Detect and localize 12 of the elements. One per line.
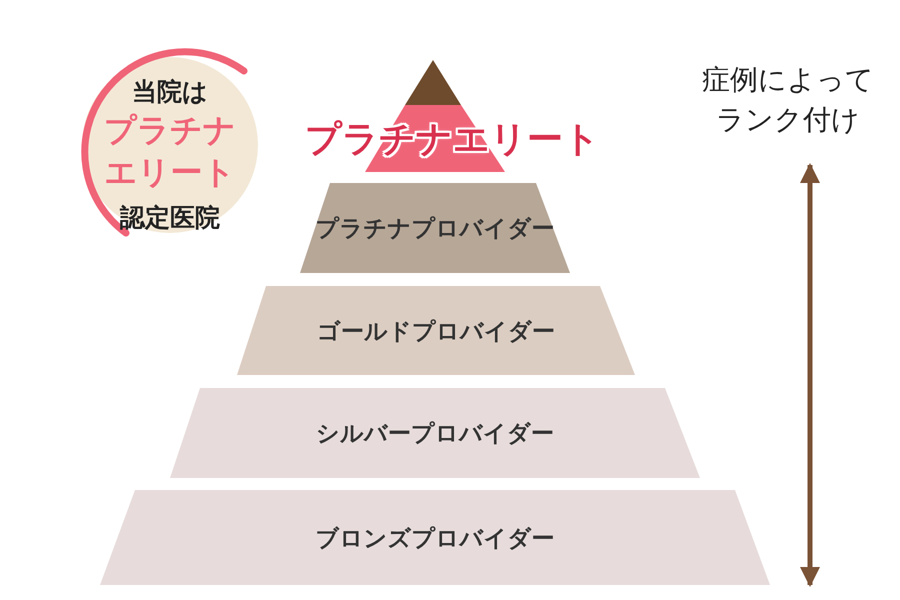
badge-title: プラチナエリート xyxy=(103,110,237,193)
tier-label: プラチナプロバイダー xyxy=(314,215,556,244)
pyramid-tier xyxy=(170,388,700,478)
tier-label: プラチナエリート xyxy=(304,118,601,162)
badge-text: 認定医院 xyxy=(118,202,221,234)
badge-text: 当院は xyxy=(131,76,209,108)
pyramid-tier xyxy=(100,490,770,585)
tier-label: ゴールドプロバイダー xyxy=(316,318,556,347)
tier-label: ブロンズプロバイダー xyxy=(314,525,556,554)
tier-label: シルバープロバイダー xyxy=(315,420,555,449)
note-text: 症例によってランク付け xyxy=(701,62,875,138)
pyramid-tier xyxy=(237,286,635,375)
